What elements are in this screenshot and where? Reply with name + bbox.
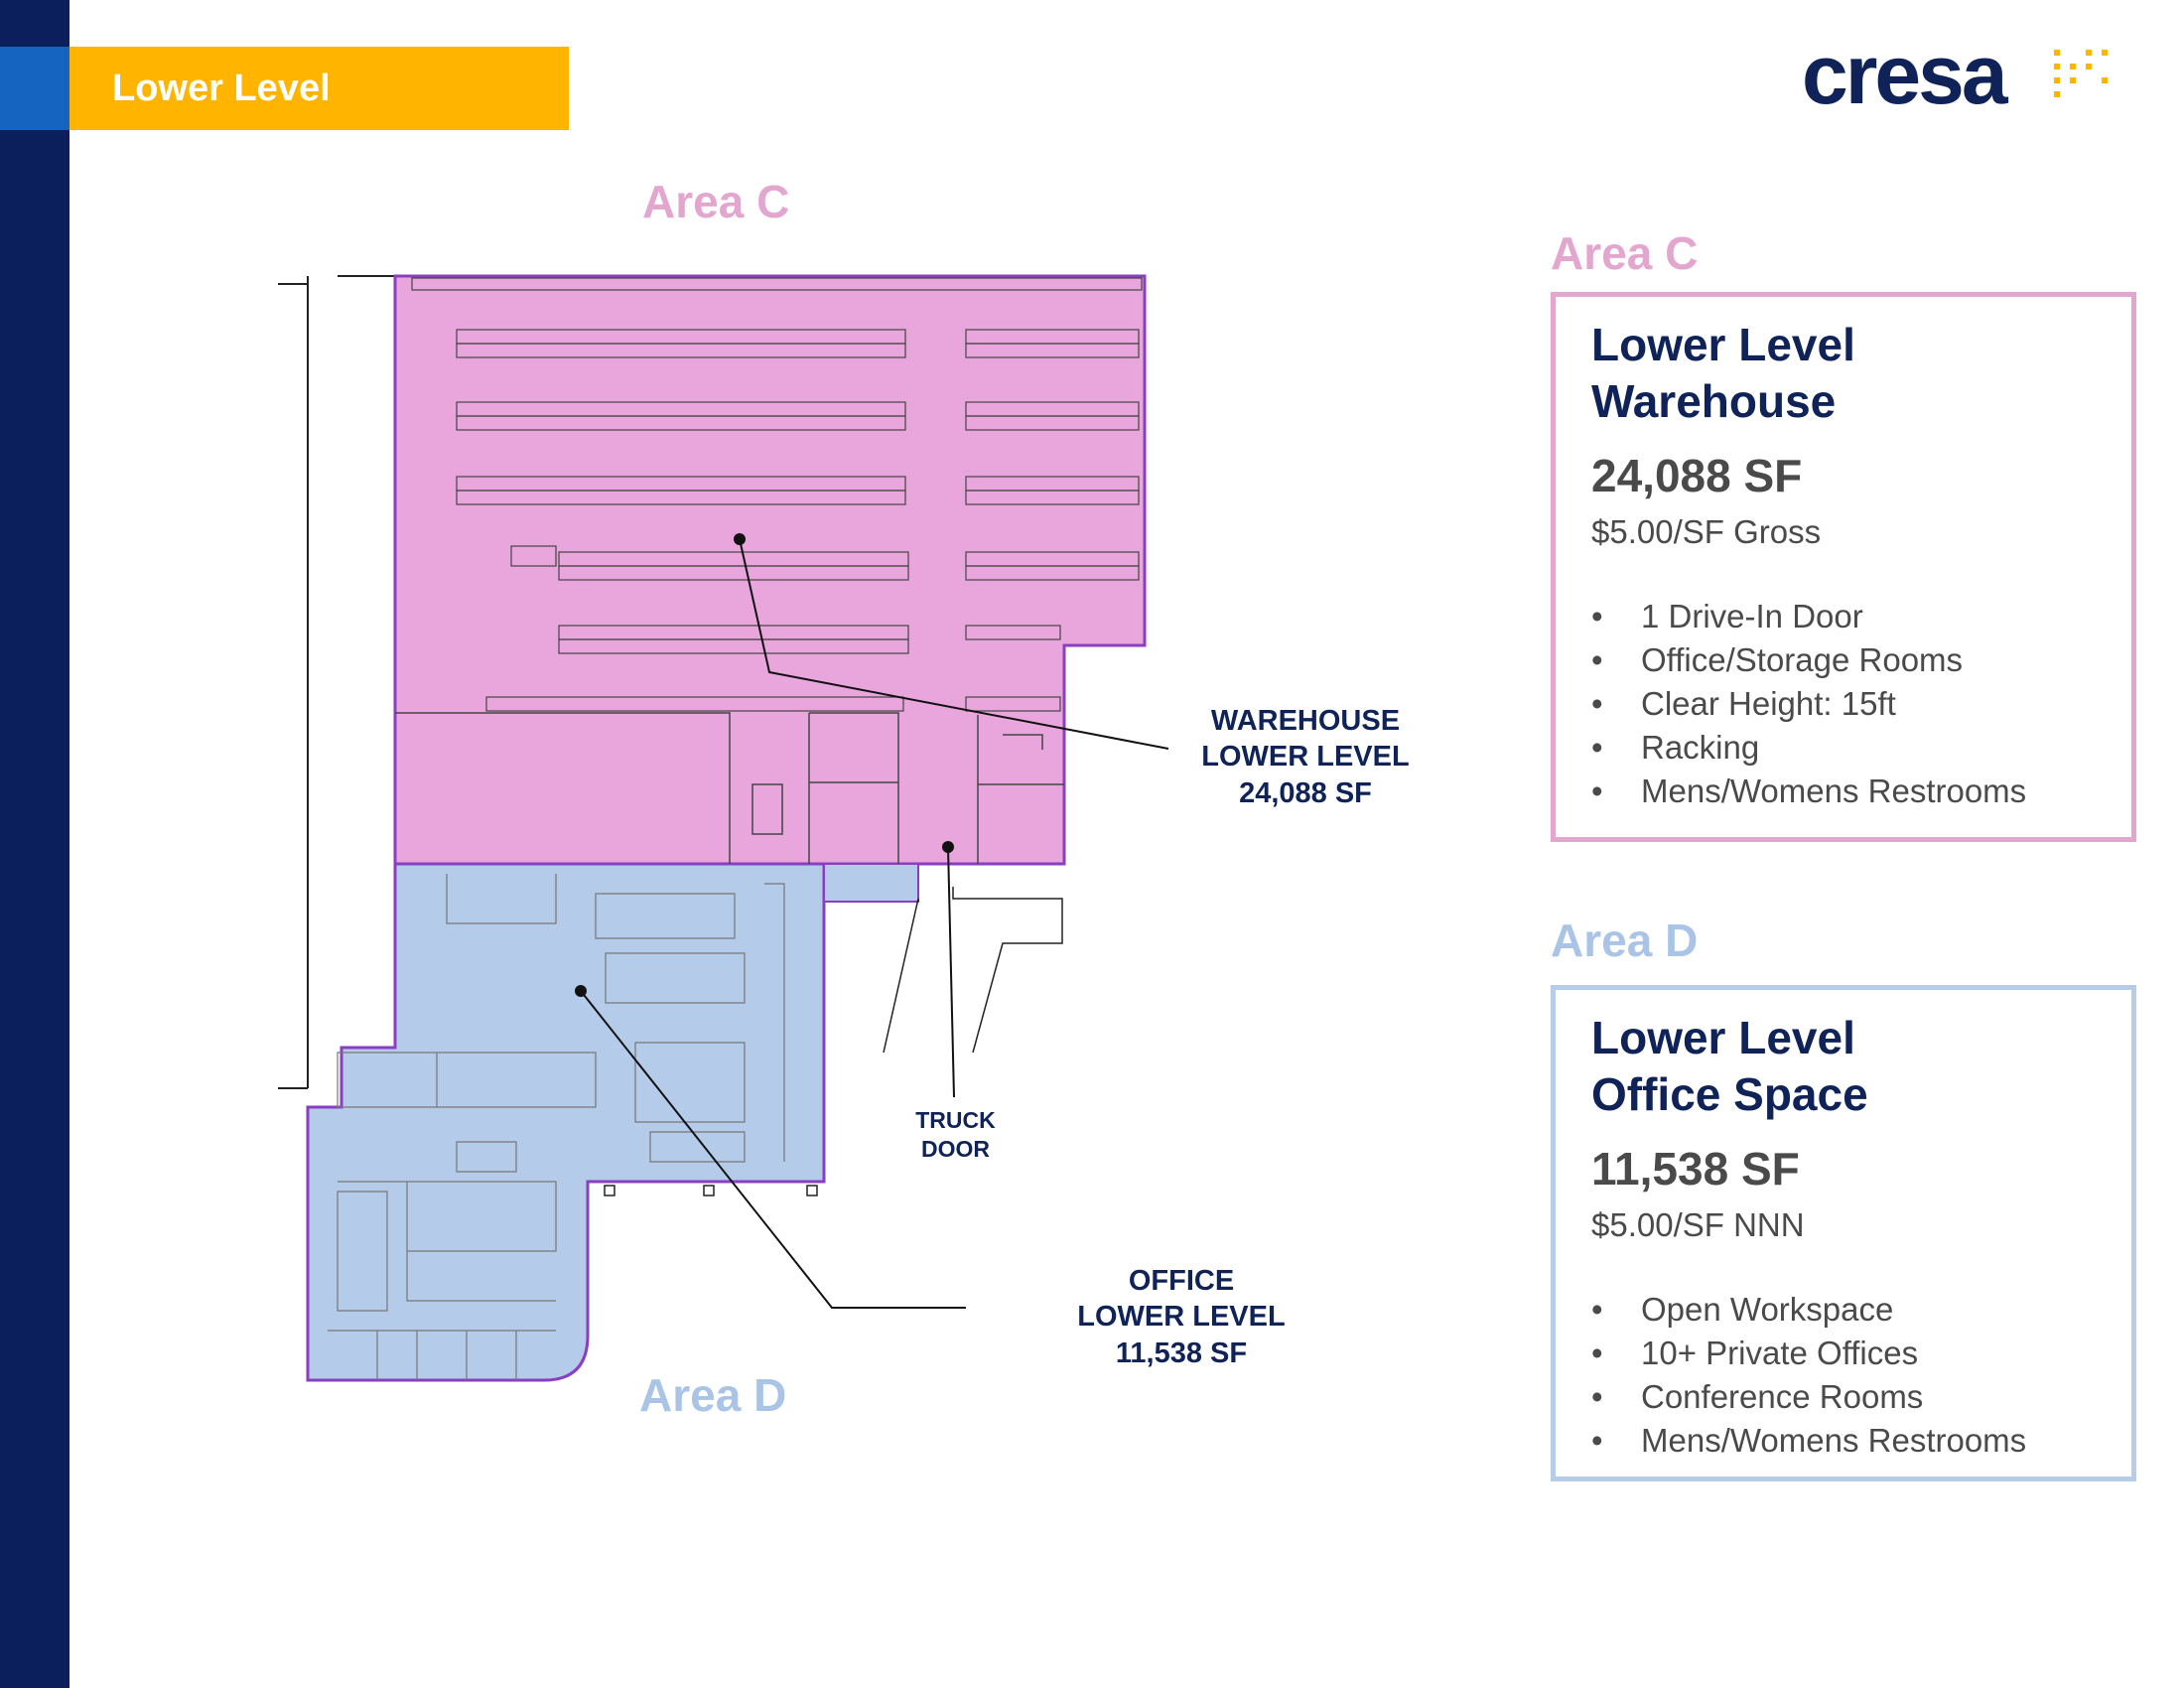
area-c-heading: Area C (1551, 227, 1699, 279)
warehouse-callout: WAREHOUSE LOWER LEVEL 24,088 SF (1186, 703, 1425, 811)
list-item: •Mens/Womens Restrooms (1591, 1422, 2027, 1459)
warehouse-callout-line-3: 24,088 SF (1239, 776, 1372, 809)
office-callout-line-2: LOWER LEVEL (1077, 1301, 1286, 1334)
area-c-price: $5.00/SF Gross (1591, 513, 1822, 550)
page-title: Lower Level (69, 47, 569, 130)
columns (604, 1185, 818, 1196)
leader-dots (575, 533, 954, 997)
area-d-info-box: Lower Level Office Space 11,538 SF $5.00… (1551, 985, 2136, 1481)
list-item: •10+ Private Offices (1591, 1335, 1919, 1371)
area-d-office-fill (306, 862, 826, 1382)
office-callout-line-3: 11,538 SF (1115, 1336, 1248, 1369)
list-item: •Open Workspace (1591, 1291, 1894, 1328)
plan-area-d-label: Area D (639, 1369, 787, 1421)
office-callout-line-1: OFFICE (1128, 1265, 1235, 1297)
area-d-heading: Area D (1551, 914, 1699, 966)
left-sidebar-bar (0, 0, 69, 1688)
office-callout: OFFICE LOWER LEVEL 11,538 SF (1062, 1263, 1300, 1371)
warehouse-callout-line-2: LOWER LEVEL (1201, 741, 1410, 774)
floor-plan (278, 274, 1169, 1382)
area-c-warehouse-fill (393, 274, 1147, 866)
office-partitions (328, 874, 785, 1380)
warehouse-racking (411, 277, 1143, 712)
truck-callout-line-2: DOOR (921, 1135, 990, 1162)
list-item: •Conference Rooms (1591, 1378, 1924, 1415)
area-c-feature-list: •1 Drive-In Door •Office/Storage Rooms •… (1591, 595, 2096, 813)
logo-dots-icon (2054, 50, 2108, 97)
office-annex (823, 863, 919, 903)
warehouse-rooms (395, 712, 1064, 864)
truck-door-drive (883, 887, 1063, 1054)
area-d-title-line-1: Lower Level (1591, 1012, 1855, 1063)
exterior-wall (278, 275, 395, 1089)
plan-area-c-label: Area C (642, 176, 790, 227)
area-d-feature-list: •Open Workspace •10+ Private Offices •Co… (1591, 1288, 2096, 1463)
area-c-title-line-2: Warehouse (1591, 375, 1837, 427)
logo-wordmark: cresa (1802, 28, 2008, 121)
area-d-price: $5.00/SF NNN (1591, 1206, 1805, 1243)
leader-lines (580, 538, 1169, 1309)
area-c-title-line-1: Lower Level (1591, 319, 1855, 370)
list-item: •1 Drive-In Door (1591, 598, 1863, 634)
list-item: •Clear Height: 15ft (1591, 685, 1896, 722)
list-item: •Mens/Womens Restrooms (1591, 773, 2027, 809)
list-item: •Racking (1591, 729, 1760, 766)
cresa-logo: cresa (1802, 30, 2119, 119)
area-d-square-feet: 11,538 SF (1591, 1143, 1800, 1195)
warehouse-callout-line-1: WAREHOUSE (1210, 705, 1401, 737)
area-d-title-line-2: Office Space (1591, 1068, 1868, 1120)
sidebar-accent-block (0, 47, 69, 130)
truck-callout-line-1: TRUCK (915, 1107, 996, 1133)
area-c-info-box: Lower Level Warehouse 24,088 SF $5.00/SF… (1551, 292, 2136, 842)
area-c-square-feet: 24,088 SF (1591, 450, 1803, 501)
truck-door-callout: TRUCK DOOR (893, 1106, 1018, 1164)
list-item: •Office/Storage Rooms (1591, 641, 1964, 678)
